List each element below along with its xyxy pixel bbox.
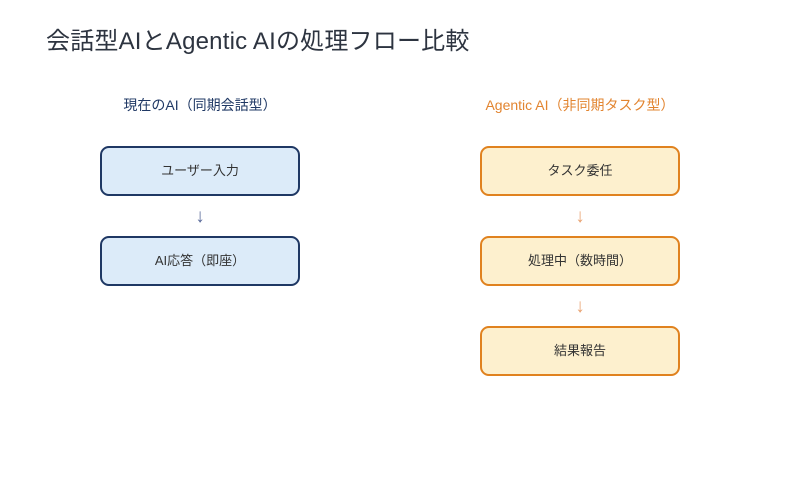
flow-node-task-delegation[interactable]: タスク委任 [480, 146, 680, 196]
arrow-down-icon: ↓ [195, 205, 205, 227]
flow-column-header-current-ai: 現在のAI（同期会話型） [123, 97, 277, 113]
page-title: 会話型AIとAgentic AIの処理フロー比較 [46, 28, 470, 55]
flow-column-header-agentic-ai: Agentic AI（非同期タスク型） [485, 97, 675, 113]
flow-steps-current-ai: ユーザー入力 ↓ AI応答（即座） [100, 146, 300, 286]
flow-node-label: 結果報告 [553, 343, 606, 358]
flow-node-label: ユーザー入力 [161, 163, 239, 178]
flow-node-user-input[interactable]: ユーザー入力 [100, 146, 300, 196]
flow-steps-agentic-ai: タスク委任 ↓ 処理中（数時間） ↓ 結果報告 [480, 146, 680, 376]
flow-column-agentic-ai: Agentic AI（非同期タスク型） タスク委任 ↓ 処理中（数時間） ↓ 結… [480, 96, 680, 376]
flow-column-current-ai: 現在のAI（同期会話型） ユーザー入力 ↓ AI応答（即座） [100, 96, 300, 286]
flow-node-label: AI応答（即座） [154, 253, 246, 268]
arrow-down-icon: ↓ [575, 205, 585, 227]
flow-node-processing[interactable]: 処理中（数時間） [480, 236, 680, 286]
flow-node-label: 処理中（数時間） [527, 253, 632, 268]
flow-node-result-report[interactable]: 結果報告 [480, 326, 680, 376]
flow-node-label: タスク委任 [547, 163, 613, 178]
flow-node-ai-response[interactable]: AI応答（即座） [100, 236, 300, 286]
arrow-down-icon: ↓ [575, 295, 585, 317]
